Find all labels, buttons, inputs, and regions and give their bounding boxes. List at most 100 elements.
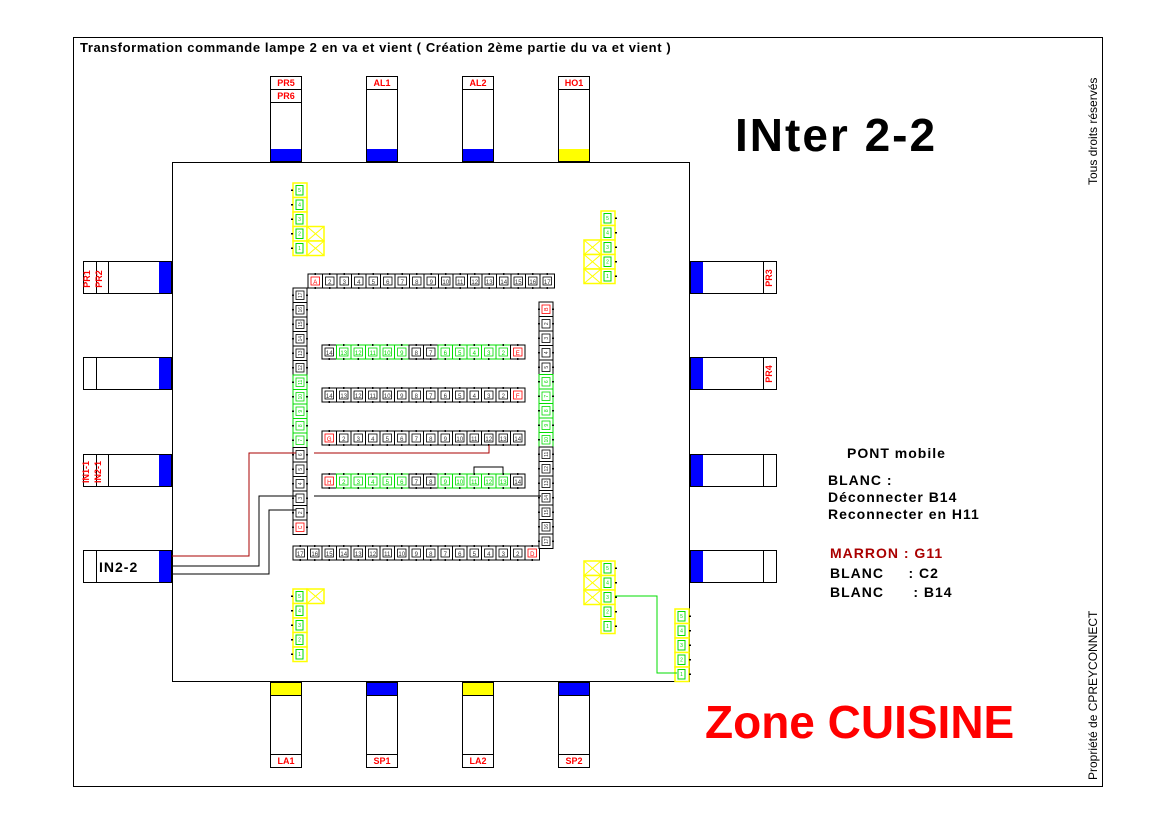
terminal-inner	[455, 390, 465, 400]
top-module-al1[interactable]: AL1	[366, 76, 398, 162]
terminal-pin	[444, 358, 446, 360]
terminal-label: 11	[384, 552, 391, 558]
terminal-label: 2	[544, 322, 550, 325]
right-module-4[interactable]	[690, 550, 777, 583]
connector-label: 1	[606, 274, 609, 280]
terminal-pin	[517, 287, 519, 289]
terminal-inner	[498, 347, 508, 357]
terminal-inner	[382, 433, 392, 443]
terminal-inner	[541, 478, 551, 488]
connector-inner	[603, 227, 612, 238]
terminal-label: 9	[415, 552, 419, 558]
connector-pin	[615, 232, 617, 234]
connector-pin	[689, 630, 691, 632]
module-connector	[691, 455, 703, 486]
terminal-label: 14	[544, 495, 550, 501]
terminal-pin	[459, 401, 461, 403]
terminal-label: 5	[458, 351, 462, 357]
terminal-label: 10	[442, 280, 449, 286]
terminal-label: 2	[502, 351, 506, 357]
terminal-pin	[473, 358, 475, 360]
module-connector	[463, 683, 493, 696]
terminal-pin	[538, 439, 540, 441]
terminal-pin	[386, 487, 388, 489]
module-name-label: IN2-2	[99, 559, 139, 575]
terminal-pin	[328, 444, 330, 446]
bottom-module-sp1[interactable]: SP1	[366, 682, 398, 768]
terminal-inner	[513, 347, 523, 357]
terminal-inner	[368, 347, 378, 357]
bottom-module-la2[interactable]: LA2	[462, 682, 494, 768]
terminal-label: 11	[370, 351, 377, 357]
terminal-pin	[357, 430, 359, 432]
terminal-pin	[387, 273, 389, 275]
connector-pin	[689, 659, 691, 661]
terminal-label: 17	[298, 292, 304, 298]
wire-marron	[172, 452, 296, 557]
terminal-pin	[444, 473, 446, 475]
module-label-area	[84, 455, 97, 486]
terminal-pin	[306, 294, 308, 296]
terminal-pin	[488, 487, 490, 489]
bottom-module-sp2[interactable]: SP2	[558, 682, 590, 768]
module-label: AL1	[367, 77, 397, 90]
circuit-board	[172, 162, 690, 682]
terminal-inner	[411, 347, 421, 357]
terminal-pin	[387, 287, 389, 289]
connector-inner	[677, 640, 686, 651]
terminal-pin	[372, 344, 374, 346]
terminal-pin	[552, 468, 554, 470]
module-connector	[159, 455, 171, 486]
terminal-pin	[415, 559, 417, 561]
terminal-label: 16	[529, 280, 536, 286]
terminal-pin	[386, 358, 388, 360]
terminal-inner	[484, 476, 494, 486]
terminal-inner	[484, 276, 494, 286]
terminal-inner	[441, 276, 451, 286]
terminal-inner	[426, 433, 436, 443]
left-module-pr1-pr2[interactable]: PR1 PR2	[82, 261, 172, 294]
bottom-module-la1[interactable]: LA1	[270, 682, 302, 768]
terminal-pin	[343, 287, 345, 289]
terminal-inner	[295, 334, 305, 344]
right-module-3[interactable]	[690, 454, 777, 487]
connector-inner	[603, 577, 612, 588]
terminal-label: 6	[386, 280, 390, 286]
terminal-pin	[357, 444, 359, 446]
left-module-in1-in2[interactable]: IN1-1 IN2-1	[81, 454, 172, 487]
left-module-2[interactable]	[83, 357, 172, 390]
top-module-pr5[interactable]: PR5 PR6	[270, 76, 302, 162]
right-module-pr4[interactable]: PR4	[690, 357, 777, 390]
terminal-pin	[401, 344, 403, 346]
terminal-label: 5	[544, 366, 550, 369]
terminal-pin	[415, 473, 417, 475]
terminal-pin	[538, 511, 540, 513]
terminal-pin	[538, 410, 540, 412]
terminal-label: 2	[502, 394, 506, 400]
terminal-pin	[328, 545, 330, 547]
connector-label: 2	[298, 638, 301, 644]
left-module-in2-2[interactable]: IN2-2	[83, 550, 172, 583]
terminal-pin	[488, 430, 490, 432]
terminal-pin	[306, 352, 308, 354]
top-module-al2[interactable]: AL2	[462, 76, 494, 162]
terminal-inner	[541, 304, 551, 314]
terminal-pin	[292, 497, 294, 499]
right-module-pr3[interactable]: PR3	[690, 261, 777, 294]
top-module-ho1[interactable]: HO1	[558, 76, 590, 162]
terminal-pin	[532, 273, 534, 275]
terminal-pin	[552, 497, 554, 499]
connector-inner	[677, 611, 686, 622]
terminal-pin	[538, 337, 540, 339]
connector-label: 3	[606, 595, 609, 601]
terminal-pin	[552, 308, 554, 310]
cross-line	[306, 226, 325, 242]
terminal-pin	[538, 366, 540, 368]
terminal-label: 9	[544, 424, 550, 427]
terminal-label: 5	[386, 437, 390, 443]
terminal-pin	[517, 473, 519, 475]
module-label-area	[84, 358, 97, 389]
terminal-inner	[455, 476, 465, 486]
connector-label: 4	[606, 581, 609, 587]
terminal-pin	[372, 444, 374, 446]
